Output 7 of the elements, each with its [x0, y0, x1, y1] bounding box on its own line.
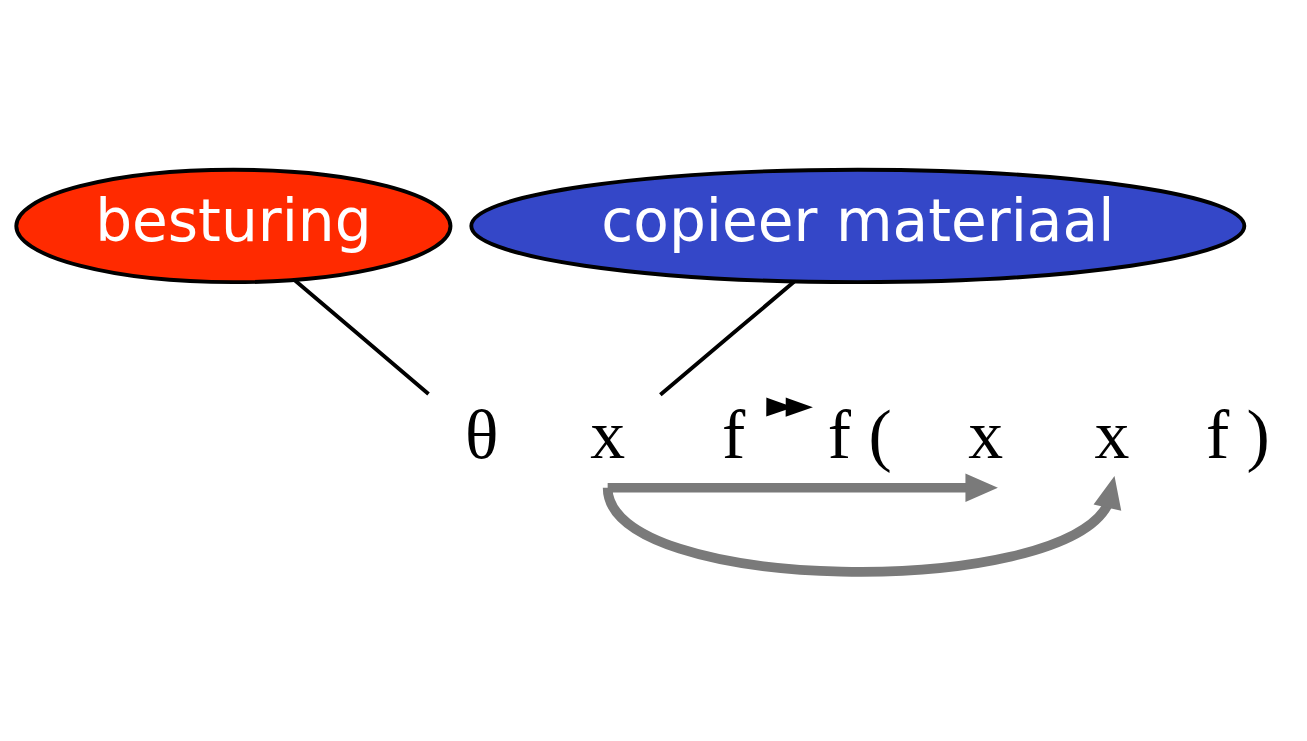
node-text: f ( [827, 395, 892, 473]
node-text: x [968, 395, 1004, 473]
node-text: f ) [1205, 395, 1270, 473]
node-text: x [590, 395, 626, 473]
node-text: x [1094, 395, 1130, 473]
node-text: θ [464, 395, 499, 473]
node-text: f [722, 395, 746, 473]
